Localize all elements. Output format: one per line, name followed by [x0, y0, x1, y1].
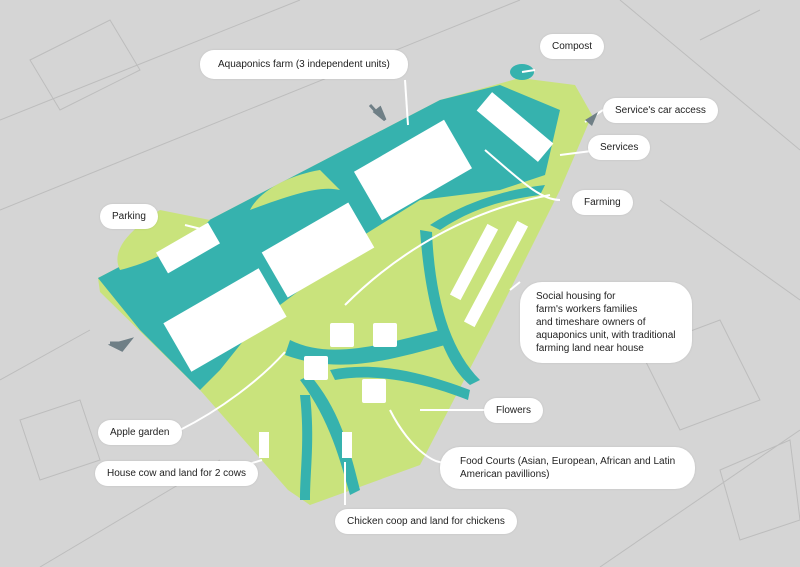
services-building	[476, 92, 554, 162]
text-line: Food Courts (Asian, European, African an…	[460, 456, 676, 467]
label-apple-garden: Apple garden	[98, 420, 182, 445]
parking-building	[156, 222, 220, 274]
arrow-icon	[368, 103, 387, 122]
food-court	[362, 379, 386, 403]
cow-house	[259, 432, 269, 458]
label-social-housing: Social housing for farm's workers famili…	[520, 282, 692, 363]
label-aquaponics: Aquaponics farm (3 independent units)	[200, 50, 408, 79]
text-line: aquaponics unit, with traditional	[536, 330, 676, 341]
text-line: Social housing for	[536, 291, 616, 302]
label-services: Services	[588, 135, 651, 160]
aquaponics-unit	[261, 202, 375, 298]
aquaponics-unit	[163, 268, 287, 372]
buildings	[156, 92, 554, 458]
text-line: farming land near house	[536, 343, 644, 354]
access-arrows	[107, 103, 598, 352]
arrow-icon	[585, 112, 598, 126]
label-farming: Farming	[572, 190, 633, 215]
label-car-access: Service's car access	[603, 98, 718, 123]
social-housing	[449, 223, 499, 301]
food-court	[304, 356, 328, 380]
label-compost: Compost	[540, 34, 605, 59]
text-line: and timeshare owners of	[536, 317, 646, 328]
text-line: American pavillions)	[460, 469, 550, 480]
text-line: farm's workers families	[536, 304, 638, 315]
aquaponics-unit	[353, 119, 473, 221]
chicken-coop	[342, 432, 352, 458]
label-parking: Parking	[100, 204, 158, 229]
label-chicken: Chicken coop and land for chickens	[335, 509, 517, 534]
arrow-icon	[107, 337, 135, 352]
label-food-courts: Food Courts (Asian, European, African an…	[440, 447, 696, 489]
social-housing	[463, 220, 529, 328]
label-house-cow: House cow and land for 2 cows	[95, 461, 258, 486]
food-court	[373, 323, 397, 347]
food-court	[330, 323, 354, 347]
label-flowers: Flowers	[484, 398, 544, 423]
